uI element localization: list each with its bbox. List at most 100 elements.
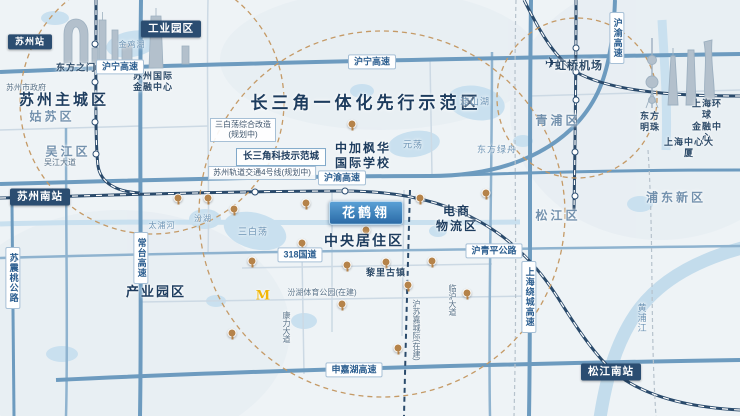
lake-fenhu: 汾湖	[194, 214, 212, 223]
poi-suzhou-ifc: 苏州国际 金融中心	[132, 70, 174, 92]
location-pin	[347, 119, 357, 129]
zone-central-residential: 中央居住区	[324, 232, 404, 249]
road-suzhentao-path	[10, 204, 16, 416]
road-kangli-avenue: 康力大道	[282, 311, 291, 343]
location-pin	[415, 193, 425, 203]
poi-oriental-pearl: 东方 明珠	[639, 110, 661, 132]
road-huning-expwy-2: 沪宁高速	[347, 54, 397, 70]
location-pin	[427, 256, 437, 266]
poi-gate-of-orient: 东方之门	[55, 62, 97, 73]
location-pin	[361, 225, 371, 235]
region-wujiang: 吴江区	[45, 144, 91, 159]
station-songjiang-south: 松江南站	[581, 363, 641, 381]
title-yangtze-delta-zone: 长三角一体化先行示范区	[250, 93, 482, 113]
location-pin	[462, 288, 472, 298]
poi-hongqiao-airport: 虹桥机场	[555, 60, 603, 73]
station-suzhou: 苏州站	[7, 34, 53, 50]
station-dot	[572, 44, 580, 52]
station-dot	[92, 150, 100, 158]
taipu-river	[0, 219, 521, 227]
lake-jinji: 金鸡湖	[118, 40, 146, 49]
poi-shanghai-wfc: 上海环球 金融中心	[691, 98, 722, 143]
title-suzhou-main-city: 苏州主城区	[18, 91, 110, 109]
water-layer	[0, 11, 740, 416]
station-dot	[572, 96, 580, 104]
station-industrial-park: 工业园区	[141, 20, 201, 38]
road-huning-path	[0, 52, 740, 74]
region-gusu: 姑苏区	[29, 109, 75, 124]
road-huyu-expwy-north: 沪渝高速	[609, 12, 625, 64]
radius-circle-hongqiao	[496, 17, 658, 179]
location-pin	[342, 260, 352, 270]
poi-dongfang-lvzhou: 东方绿舟	[476, 144, 518, 155]
region-songjiang: 松江区	[535, 208, 581, 223]
location-pin	[337, 299, 347, 309]
plane-icon: ✈	[544, 55, 558, 72]
road-changtai-path	[138, 0, 143, 416]
location-pin	[227, 328, 237, 338]
location-pin	[393, 343, 403, 353]
shanghai-skyline	[645, 38, 715, 109]
location-pin	[297, 238, 307, 248]
location-pin	[301, 198, 311, 208]
station-suzhou-south: 苏州南站	[10, 188, 70, 206]
station-dot	[341, 187, 349, 195]
road-g318: 318国道	[277, 247, 323, 263]
road-changtai-expwy: 常台高速	[133, 232, 149, 284]
road-wujiang-avenue: 吴江大道	[44, 158, 76, 167]
radius-circle-suzhou	[19, 0, 285, 235]
poi-fenhu-sports-park: 汾湖体育公园(在建)	[287, 288, 357, 297]
jinmao-tower-icon	[667, 55, 679, 106]
station-dot	[91, 78, 99, 86]
road-huyu-expwy: 沪渝高速	[317, 170, 367, 186]
gate-of-orient-icon	[63, 18, 89, 64]
zone-ecommerce-logistics: 电商 物流区	[435, 204, 479, 233]
poi-shanghai-tower: 上海中心大厦	[663, 136, 714, 158]
property-badge-huaheling: 花鹤翎	[328, 200, 404, 226]
info-metro-line4: 苏州轨道交通4号线(规划中)	[208, 166, 316, 180]
info-sanbaidang-renovation: 三白荡综合改造 (规划中)	[210, 118, 276, 142]
poi-sino-canada-school: 中加枫华 国际学校	[334, 141, 392, 170]
location-pin	[403, 280, 413, 290]
road-g318-path	[0, 244, 740, 260]
location-pin	[247, 256, 257, 266]
region-pudong: 浦东新区	[645, 190, 707, 205]
info-husujia-intercity: 沪苏嘉城际(在建)	[412, 299, 421, 361]
river-huangpu: 黄浦江	[636, 303, 647, 333]
road-shanghai-ring-expwy: 上海绕城高速	[521, 261, 537, 333]
road-suzhentao: 苏震桃公路	[5, 247, 21, 309]
zone-industry-park: 产业园区	[125, 283, 187, 299]
station-dot	[572, 68, 580, 76]
road-shanghai-ring-path	[527, 0, 533, 416]
mcdonalds-icon: M	[255, 288, 271, 304]
poi-suzhou-government: 苏州市政府	[6, 83, 46, 92]
station-dot	[91, 40, 99, 48]
location-pin	[229, 204, 239, 214]
radius-circles	[19, 0, 658, 398]
road-huqingping: 沪青平公路	[465, 243, 523, 259]
station-dot	[571, 192, 579, 200]
road-shenjiahu-expwy: 申嘉湖高速	[325, 362, 383, 378]
location-pin	[481, 188, 491, 198]
poi-lili-ancient-town: 黎里古镇	[365, 267, 407, 278]
huangpu-river-north	[657, 19, 672, 151]
station-dot	[251, 188, 259, 196]
boundary-layer	[513, 0, 657, 416]
shanghai-tower-icon	[703, 39, 715, 106]
lake-sanbaidang: 三白荡	[237, 226, 269, 237]
shanghai-wfc-icon	[685, 49, 697, 106]
location-pin	[173, 193, 183, 203]
region-qingpu: 青浦区	[535, 113, 581, 128]
location-pin	[203, 193, 213, 203]
huangpu-river	[593, 241, 740, 416]
station-dot	[571, 148, 579, 156]
road-linhu-avenue: 临沪大道	[448, 284, 457, 316]
radius-circle-center	[198, 30, 566, 398]
river-taipu: 太浦河	[148, 221, 176, 230]
location-pin	[381, 257, 391, 267]
zone-tech-demo-city: 长三角科技示范城	[235, 148, 327, 166]
lake-dianshan: 淀山湖	[459, 96, 491, 107]
